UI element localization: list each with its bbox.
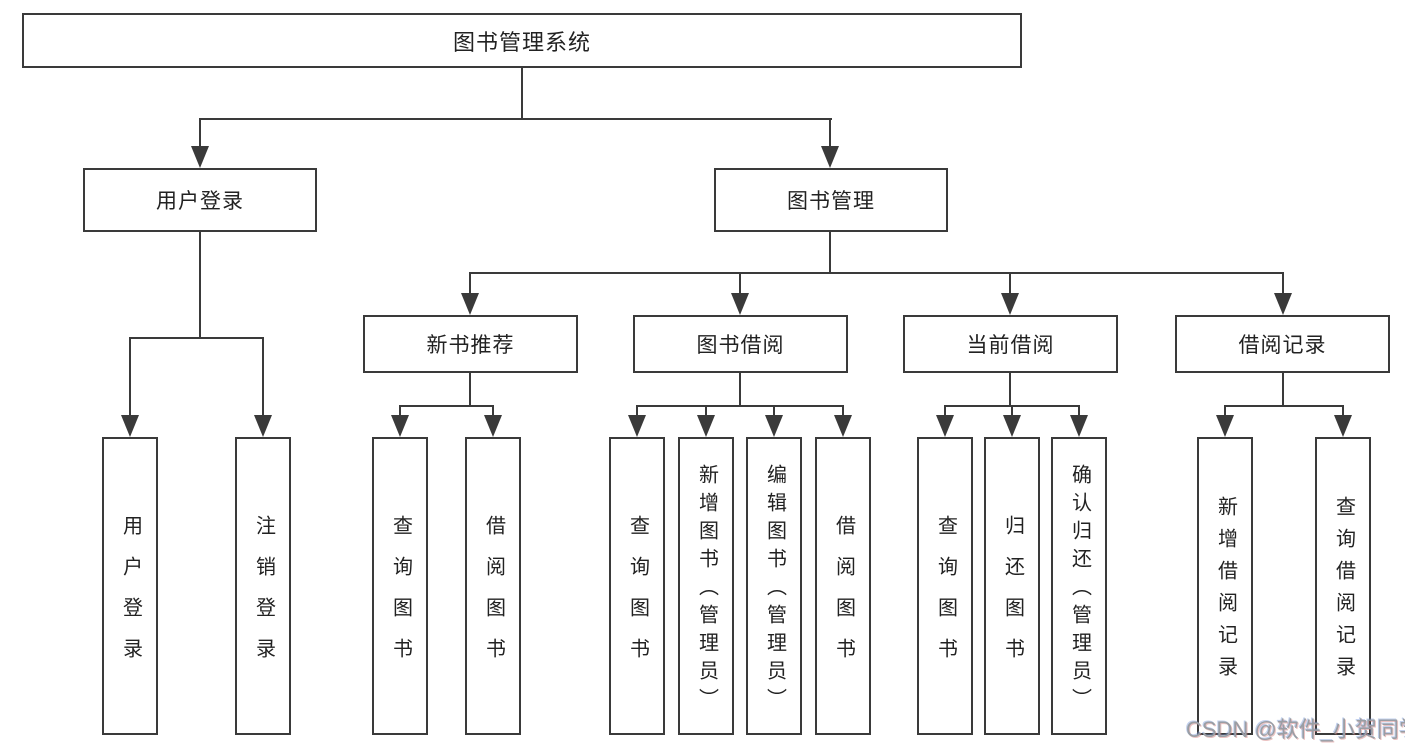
connector-stub (842, 405, 844, 417)
connector-stub (199, 118, 201, 150)
leaf-add-book-admin: 新增图书（管理员） (678, 437, 734, 735)
node-label: 新增图书（管理员） (695, 464, 718, 716)
connector-stub (1342, 405, 1344, 417)
node-label: 图书管理 (787, 190, 875, 213)
arrowhead-down-icon (121, 415, 139, 437)
node-label: 图书借阅 (696, 334, 785, 357)
arrowhead-down-icon (628, 415, 646, 437)
connector-stub (469, 272, 471, 297)
node-book-management-group: 图书管理 (714, 168, 948, 232)
node-current-borrow: 当前借阅 (903, 315, 1118, 373)
connector-stub (129, 337, 131, 417)
connector-stub (1078, 405, 1080, 417)
connector-newbook-rail (399, 405, 494, 407)
connector-bookborrow-rail (636, 405, 844, 407)
connector-stub (1224, 405, 1226, 417)
connector-stub (705, 405, 707, 417)
node-label: 新增借阅记录 (1214, 496, 1237, 688)
connector-stub (1009, 272, 1011, 297)
arrowhead-down-icon (1001, 293, 1019, 315)
node-label: 查询图书 (626, 514, 649, 679)
arrowhead-down-icon (1334, 415, 1352, 437)
connector-stub (492, 405, 494, 417)
node-label: 确认归还（管理员） (1068, 464, 1091, 716)
leaf-user-login: 用户登录 (102, 437, 158, 735)
leaf-query-books-recommend: 查询图书 (372, 437, 428, 735)
leaf-confirm-return-admin: 确认归还（管理员） (1051, 437, 1107, 735)
arrowhead-down-icon (936, 415, 954, 437)
arrowhead-down-icon (191, 146, 209, 168)
leaf-borrow-books: 借阅图书 (815, 437, 871, 735)
connector-stub (773, 405, 775, 417)
connector-stub (829, 118, 831, 150)
csdn-watermark: CSDN @软件_小贺同学 (1186, 717, 1405, 742)
node-book-borrow: 图书借阅 (633, 315, 848, 373)
leaf-borrow-books-recommend: 借阅图书 (465, 437, 521, 735)
leaf-return-books: 归还图书 (984, 437, 1040, 735)
arrowhead-down-icon (391, 415, 409, 437)
leaf-add-borrow-record: 新增借阅记录 (1197, 437, 1253, 735)
node-label: 注销登录 (252, 514, 275, 679)
node-label: 新书推荐 (426, 334, 515, 357)
arrowhead-down-icon (254, 415, 272, 437)
leaf-logout: 注销登录 (235, 437, 291, 735)
connector-stub (1011, 405, 1013, 417)
arrowhead-down-icon (821, 146, 839, 168)
node-library-management-system: 图书管理系统 (22, 13, 1022, 68)
node-borrow-records: 借阅记录 (1175, 315, 1390, 373)
connector-stub (399, 405, 401, 417)
node-new-book-recommend: 新书推荐 (363, 315, 578, 373)
arrowhead-down-icon (697, 415, 715, 437)
arrowhead-down-icon (461, 293, 479, 315)
node-label: 用户登录 (119, 514, 142, 679)
connector-currentborrow-stem (1009, 373, 1011, 407)
node-label: 借阅记录 (1238, 334, 1327, 357)
node-label: 用户登录 (156, 190, 244, 213)
arrowhead-down-icon (1216, 415, 1234, 437)
connector-records-stem (1282, 373, 1284, 407)
arrowhead-down-icon (484, 415, 502, 437)
node-label: 借阅图书 (482, 514, 505, 679)
node-label: 借阅图书 (832, 514, 855, 679)
node-label: 当前借阅 (966, 334, 1055, 357)
arrowhead-down-icon (1070, 415, 1088, 437)
connector-newbook-stem (469, 373, 471, 407)
connector-stub (944, 405, 946, 417)
connector-stub (739, 272, 741, 297)
connector-records-rail (1224, 405, 1344, 407)
connector-stub (262, 337, 264, 417)
connector-root-rail (199, 118, 832, 120)
node-label: 查询图书 (389, 514, 412, 679)
connector-stub (636, 405, 638, 417)
connector-bookborrow-stem (739, 373, 741, 407)
arrowhead-down-icon (1003, 415, 1021, 437)
leaf-edit-book-admin: 编辑图书（管理员） (746, 437, 802, 735)
arrowhead-down-icon (834, 415, 852, 437)
connector-bookmgmt-rail (469, 272, 1284, 274)
arrowhead-down-icon (765, 415, 783, 437)
arrowhead-down-icon (1274, 293, 1292, 315)
node-label: 查询借阅记录 (1332, 496, 1355, 688)
connector-userlogin-stem (199, 232, 201, 337)
leaf-query-borrow-record: 查询借阅记录 (1315, 437, 1371, 735)
connector-root-stem (521, 68, 523, 118)
leaf-query-books-borrow: 查询图书 (609, 437, 665, 735)
arrowhead-down-icon (731, 293, 749, 315)
connector-userlogin-rail (129, 337, 264, 339)
connector-stub (1282, 272, 1284, 297)
leaf-query-books-current: 查询图书 (917, 437, 973, 735)
node-user-login-group: 用户登录 (83, 168, 317, 232)
node-label: 编辑图书（管理员） (763, 464, 786, 716)
node-label: 图书管理系统 (452, 29, 591, 55)
connector-bookmgmt-stem (829, 232, 831, 274)
node-label: 归还图书 (1001, 514, 1024, 679)
node-label: 查询图书 (934, 514, 957, 679)
